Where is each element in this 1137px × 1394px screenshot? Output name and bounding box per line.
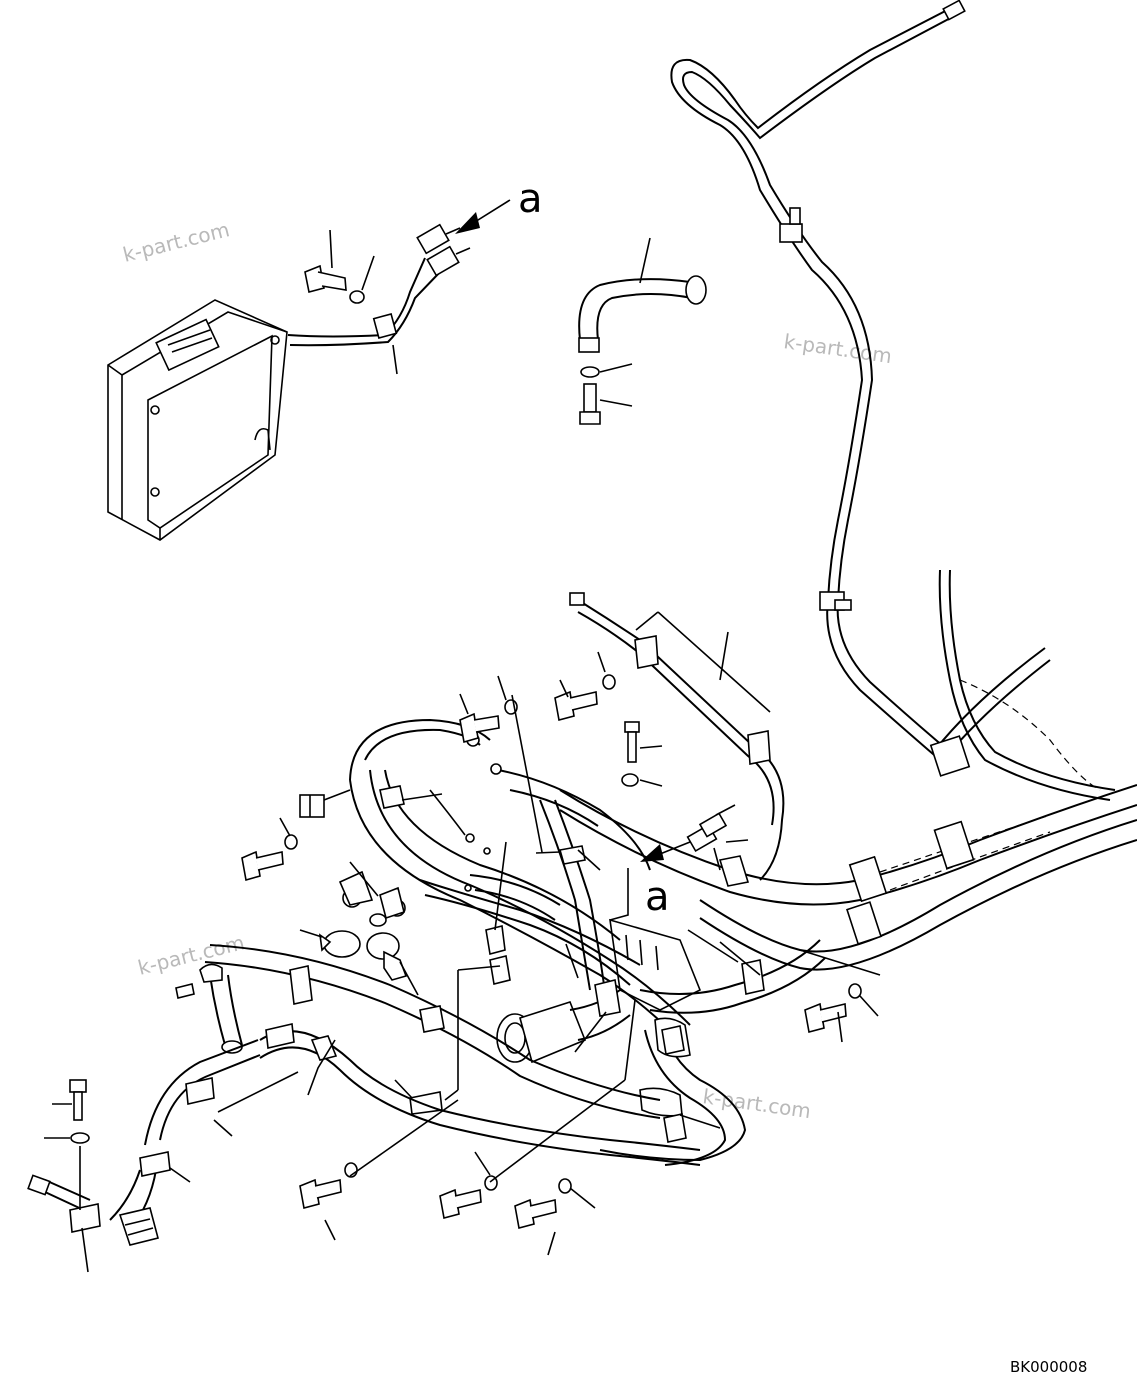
- reference-label-a: a: [518, 176, 543, 222]
- washer: [580, 366, 600, 378]
- controller-box: [107, 299, 288, 541]
- bolt: [804, 1002, 847, 1033]
- bolt: [439, 1188, 482, 1219]
- bolt: [459, 712, 500, 744]
- washer: [602, 674, 616, 690]
- terminal-cap: [318, 870, 408, 981]
- bolt: [304, 264, 347, 293]
- main-cable-bundle: [559, 569, 1137, 971]
- connector: [299, 789, 351, 818]
- connector: [686, 804, 736, 871]
- leader-lines: [44, 651, 881, 1273]
- drawing-code: BK000008: [1010, 1358, 1087, 1376]
- bolt: [514, 1198, 557, 1229]
- watermark: k-part.com: [782, 329, 893, 368]
- washer: [349, 290, 365, 304]
- reference-label-a: a: [645, 874, 670, 920]
- clamp: [69, 965, 445, 1233]
- bolt: [299, 1178, 342, 1209]
- watermark: k-part.com: [135, 930, 246, 980]
- watermark: k-part.com: [120, 217, 231, 267]
- upper-cable-clamp: [569, 592, 785, 881]
- bolt: [69, 1079, 87, 1121]
- clamp: [379, 785, 765, 1143]
- washer: [284, 834, 298, 850]
- washer: [621, 773, 639, 787]
- washer: [558, 1178, 572, 1194]
- washer: [848, 983, 862, 999]
- controller-cable: [287, 223, 471, 347]
- long-cable: [670, 0, 966, 761]
- bolt: [554, 690, 598, 721]
- hose-segment: [578, 275, 707, 353]
- washer: [70, 1132, 90, 1144]
- bolt: [624, 721, 640, 763]
- bolt: [241, 850, 284, 882]
- bolt: [579, 383, 601, 425]
